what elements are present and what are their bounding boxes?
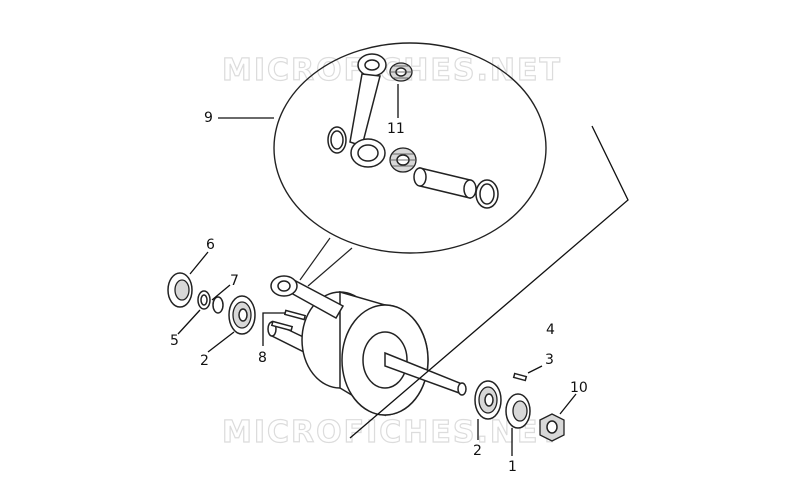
callout-9: 9 xyxy=(204,110,213,126)
leader-lines xyxy=(177,84,629,456)
callout-2-left: 2 xyxy=(200,353,209,369)
detail-circle xyxy=(273,42,547,287)
crankshaft-assembly xyxy=(267,275,467,417)
oil-seal-left xyxy=(167,272,193,308)
key-right xyxy=(512,372,528,382)
thrust-washer-left xyxy=(327,126,347,154)
callout-2-right: 2 xyxy=(473,443,482,459)
callout-6: 6 xyxy=(206,237,215,253)
callout-4: 4 xyxy=(546,322,555,338)
thrust-washer-right xyxy=(475,179,499,209)
small-end-needle-bearing xyxy=(389,62,413,82)
oil-seal-right xyxy=(505,393,531,429)
watermark-bottom: MICROFICHES.NET xyxy=(222,415,562,450)
callout-3: 3 xyxy=(545,352,554,368)
callout-10: 10 xyxy=(570,380,588,396)
connecting-rod-detail xyxy=(349,53,387,168)
callout-5: 5 xyxy=(170,333,179,349)
callout-7: 7 xyxy=(230,273,239,289)
nut xyxy=(539,413,565,442)
callout-1: 1 xyxy=(508,459,517,475)
o-ring xyxy=(212,296,224,314)
callout-8: 8 xyxy=(258,350,267,366)
big-end-needle-bearing xyxy=(389,147,417,173)
main-bearing-left xyxy=(228,295,256,335)
main-bearing-right xyxy=(474,380,502,420)
woodruff-keys xyxy=(270,309,307,332)
spacer-ring xyxy=(197,290,211,310)
crank-pin xyxy=(413,167,477,199)
callout-11: 11 xyxy=(387,121,405,137)
